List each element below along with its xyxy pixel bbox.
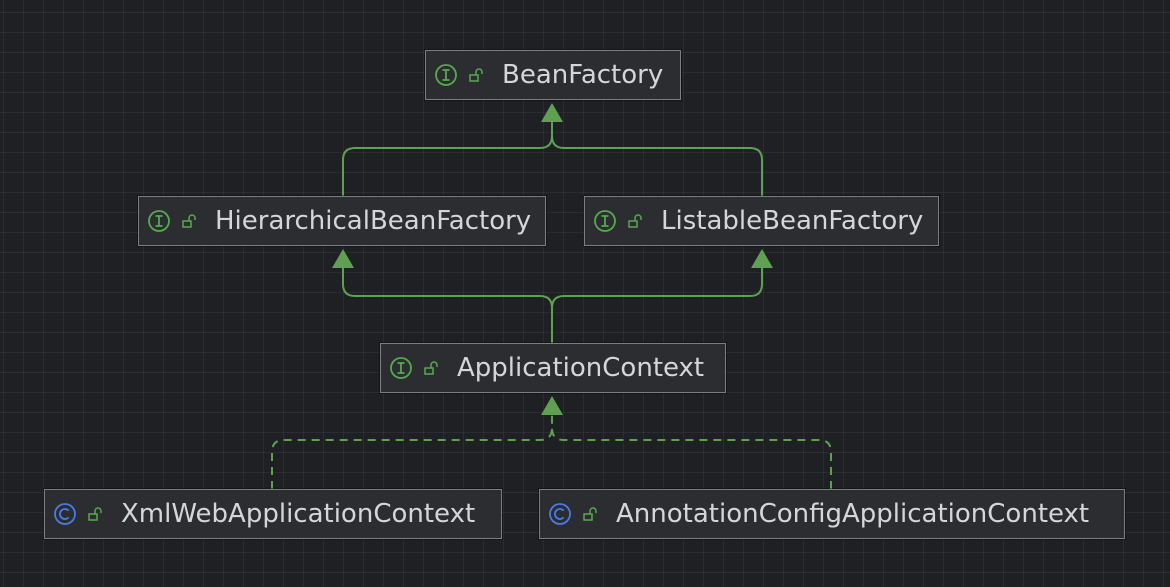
edge-xmlweb-to-applicationcontext [271,415,553,489]
edge-applicationcontext-to-hierarchical [342,265,553,343]
node-application-context[interactable]: ApplicationContext [380,343,726,393]
node-label: XmlWebApplicationContext [121,499,476,529]
node-label: ListableBeanFactory [661,206,924,236]
node-label: BeanFactory [502,60,664,90]
edge-listable-to-beanfactory [551,135,763,196]
node-label: AnnotationConfigApplicationContext [616,499,1090,529]
node-label: HierarchicalBeanFactory [215,206,532,236]
interface-icon [434,63,458,87]
interface-icon [389,356,413,380]
unlocked-padlock-icon [181,213,197,229]
unlocked-padlock-icon [468,67,484,83]
class-icon [548,502,572,526]
arrowhead-applicationcontext [541,396,563,415]
unlocked-padlock-icon [627,213,643,229]
edge-applicationcontext-to-listable [551,265,763,309]
arrowhead-listable [751,249,773,268]
node-bean-factory[interactable]: BeanFactory [425,50,681,100]
node-label: ApplicationContext [457,353,705,383]
unlocked-padlock-icon [582,506,598,522]
unlocked-padlock-icon [87,506,103,522]
node-hierarchical-bean-factory[interactable]: HierarchicalBeanFactory [138,196,546,246]
arrowhead-beanfactory [541,103,563,122]
unlocked-padlock-icon [423,360,439,376]
edge-annotationconfig-to-applicationcontext [551,427,832,489]
node-annotation-config-application-context[interactable]: AnnotationConfigApplicationContext [539,489,1125,539]
class-icon [53,502,77,526]
interface-icon [147,209,171,233]
edge-hierarchical-to-beanfactory [342,118,553,196]
arrowhead-hierarchical [332,249,354,268]
interface-icon [593,209,617,233]
node-xml-web-application-context[interactable]: XmlWebApplicationContext [44,489,502,539]
node-listable-bean-factory[interactable]: ListableBeanFactory [584,196,939,246]
